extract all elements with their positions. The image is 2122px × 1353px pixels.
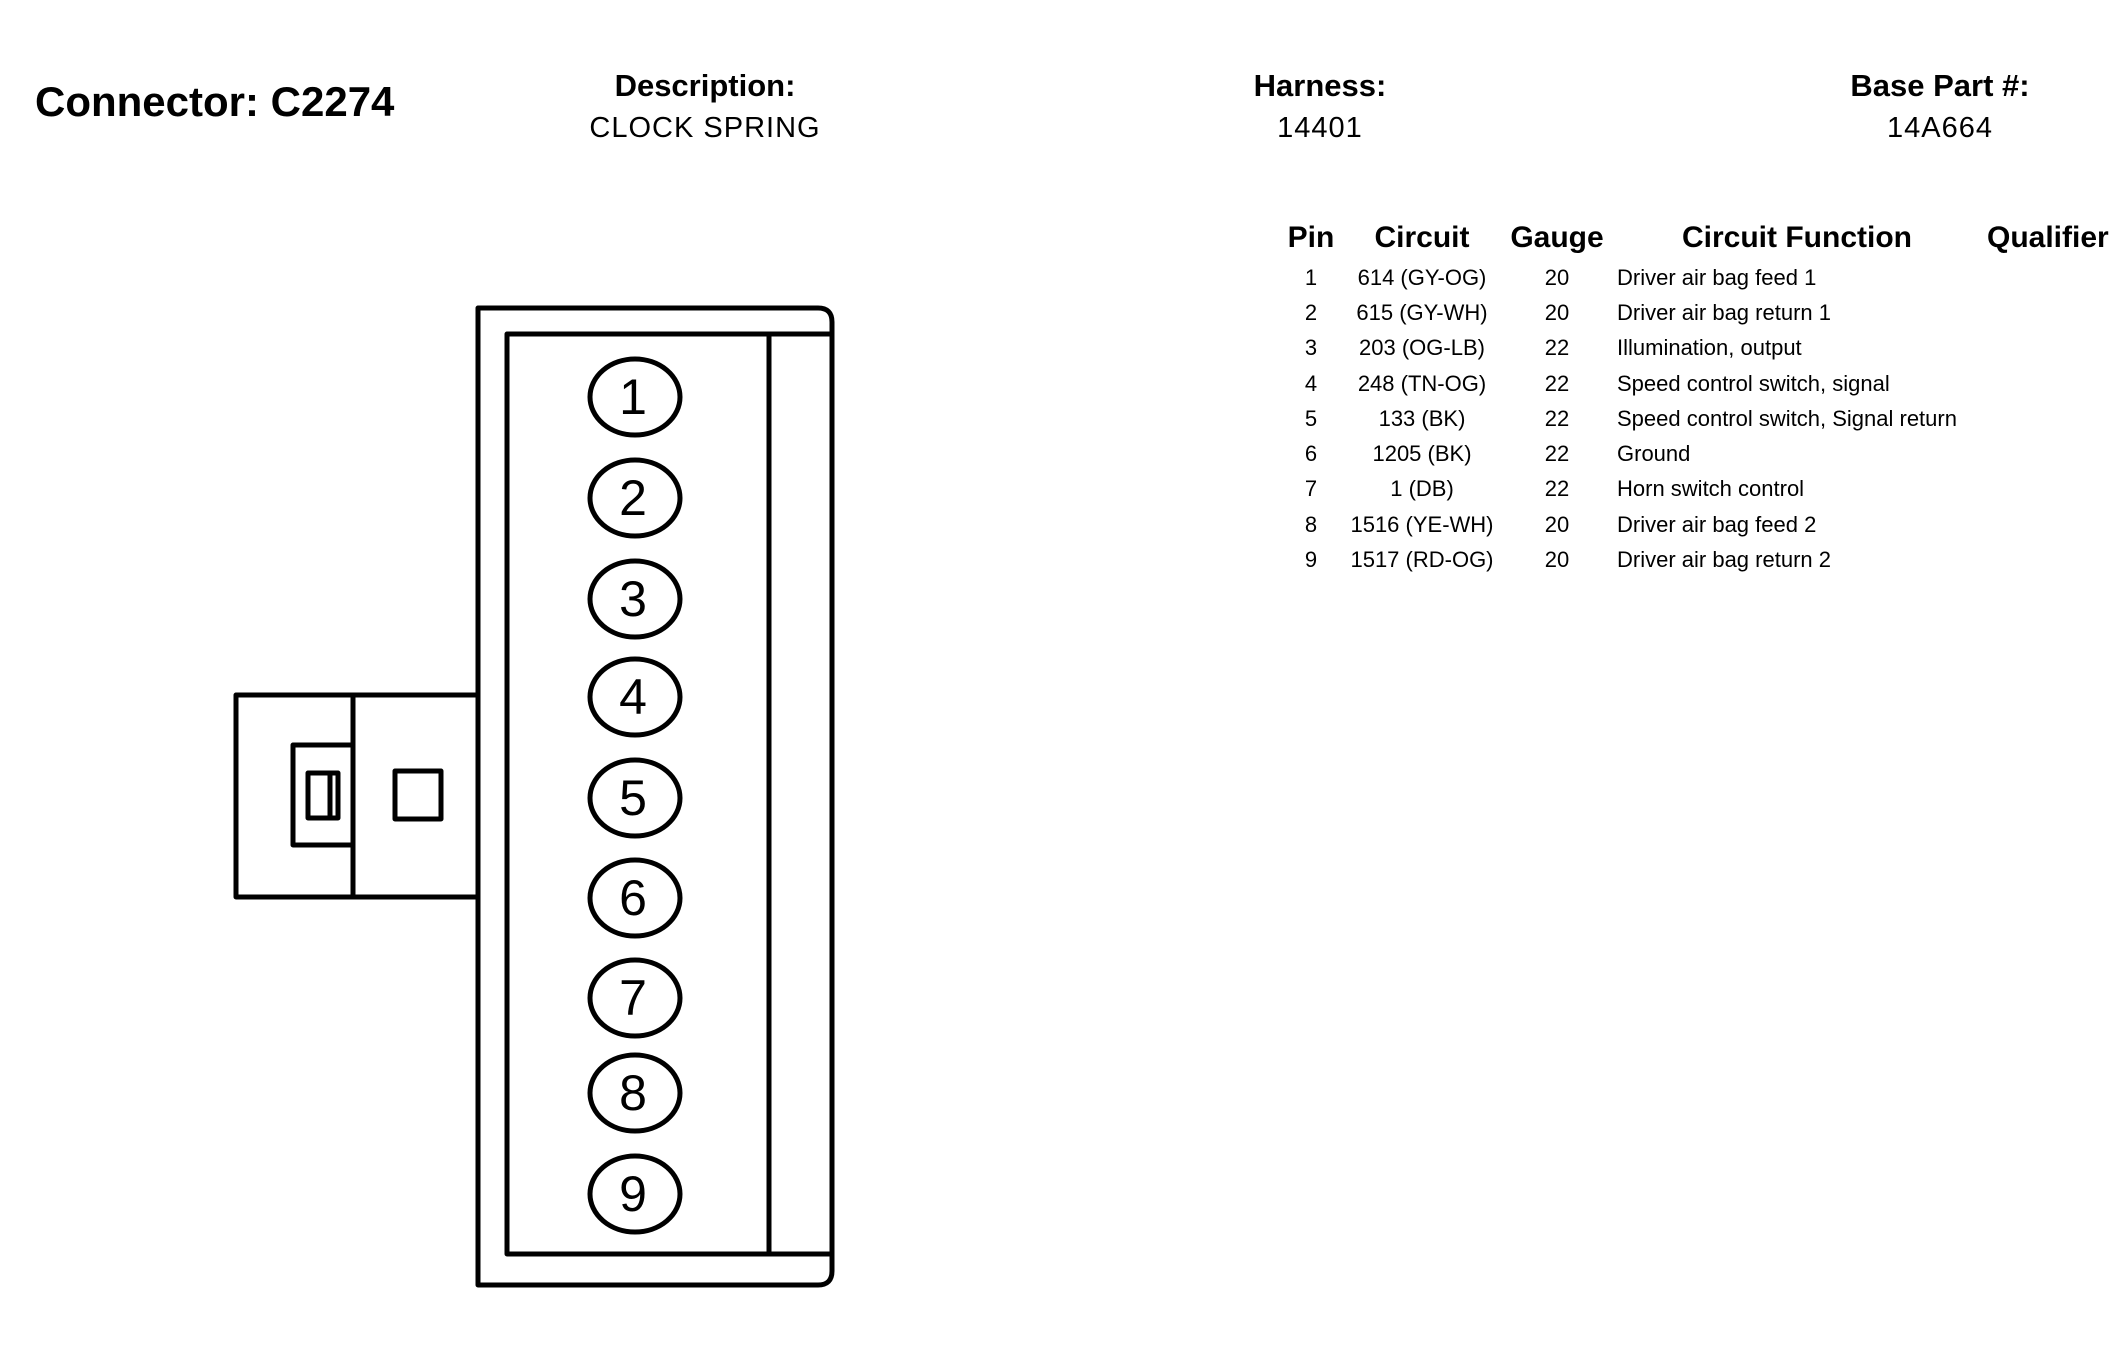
locking-tab [233,692,481,900]
description-value: CLOCK SPRING [589,112,821,144]
pin-circle-4 [587,656,683,738]
pin-number-label: 6 [619,870,647,926]
pin-circle-5 [587,757,683,839]
cell-qualifier [1987,542,2109,577]
cell-gauge: 20 [1544,299,1570,325]
cell-qualifier [1987,331,2109,366]
pin-number-label: 1 [619,369,647,425]
base-part-value: 14A664 [1887,112,1993,144]
cell-circuit: 1516 (YE-WH) [1350,511,1494,537]
pin-circle-6 [587,857,683,939]
cell-pin: 8 [1304,511,1318,537]
table-row: 1 614 (GY-OG) 20 Driver air bag feed 1 [1285,260,2109,295]
cell-circuit: 248 (TN-OG) [1357,370,1487,396]
pin-circle-2 [587,457,683,539]
cell-qualifier [1987,472,2109,507]
cell-pin: 2 [1304,299,1318,325]
pin-number-label: 8 [619,1065,647,1121]
pin-circles-group: 1 2 3 4 5 6 7 8 9 [587,356,683,1235]
connector-title: Connector: C2274 [35,78,395,125]
cell-function: Ground [1617,441,1691,467]
harness-block: Harness: 14401 [1160,68,1480,145]
pin-circle-3 [587,558,683,640]
cell-function: Speed control switch, Signal return [1617,405,1957,431]
cell-gauge: 20 [1544,264,1570,290]
harness-label: Harness: [1253,68,1387,103]
cell-function: Driver air bag return 1 [1617,299,1831,325]
cell-function: Driver air bag feed 1 [1617,264,1817,290]
cell-qualifier [1987,507,2109,542]
cell-function: Illumination, output [1617,335,1802,361]
cell-pin: 9 [1304,547,1318,573]
pinout-table: Pin Circuit Gauge Circuit Function Quali… [1285,216,2109,578]
table-row: 8 1516 (YE-WH) 20 Driver air bag feed 2 [1285,507,2109,542]
latch-window [392,768,444,822]
harness-value: 14401 [1277,112,1363,144]
connector-inner-frame [504,331,772,1257]
cell-circuit: 203 (OG-LB) [1359,335,1485,361]
pin-circle-1 [587,356,683,438]
table-row: 9 1517 (RD-OG) 20 Driver air bag return … [1285,542,2109,577]
cell-circuit: 615 (GY-WH) [1356,299,1488,325]
cell-pin: 6 [1304,441,1318,467]
header-qualifier: Qualifier [1987,221,2109,254]
table-row: 7 1 (DB) 22 Horn switch control [1285,472,2109,507]
pin-number-label: 5 [619,770,647,826]
pin-circle-8 [587,1052,683,1134]
description-label: Description: [614,68,796,103]
pin-number-label: 9 [619,1166,647,1222]
header-circuit: Circuit [1374,221,1470,254]
cell-gauge: 22 [1544,405,1570,431]
cell-gauge: 22 [1544,441,1570,467]
header-gauge: Gauge [1510,221,1604,254]
cell-function: Horn switch control [1617,476,1805,502]
base-part-block: Base Part #: 14A664 [1780,68,2100,145]
latch-outer [290,742,356,848]
pin-circle-9 [587,1153,683,1235]
cell-pin: 5 [1304,405,1318,431]
pin-number-label: 4 [619,669,647,725]
cell-qualifier [1987,295,2109,330]
description-block: Description: CLOCK SPRING [505,68,905,145]
pin-circle-7 [587,957,683,1039]
cell-qualifier [1987,436,2109,471]
cell-gauge: 20 [1544,511,1570,537]
cell-circuit: 1517 (RD-OG) [1350,547,1494,573]
cell-function: Driver air bag feed 2 [1617,511,1817,537]
cell-pin: 7 [1304,476,1318,502]
pin-number-label: 2 [619,470,647,526]
header-pin: Pin [1287,221,1335,254]
cell-qualifier [1987,401,2109,436]
table-row: 6 1205 (BK) 22 Ground [1285,436,2109,471]
pin-number-label: 7 [619,970,647,1026]
header-circuit-function: Circuit Function [1682,221,1912,254]
cell-pin: 3 [1304,335,1318,361]
table-row: 2 615 (GY-WH) 20 Driver air bag return 1 [1285,295,2109,330]
cell-pin: 4 [1304,370,1318,396]
pin-number-label: 3 [619,571,647,627]
base-part-label: Base Part #: [1850,68,2030,103]
table-row: 4 248 (TN-OG) 22 Speed control switch, s… [1285,366,2109,401]
cell-circuit: 614 (GY-OG) [1357,264,1487,290]
cell-function: Speed control switch, signal [1617,370,1890,396]
cell-function: Driver air bag return 2 [1617,547,1831,573]
cell-gauge: 20 [1544,547,1570,573]
table-row: 3 203 (OG-LB) 22 Illumination, output [1285,331,2109,366]
cell-pin: 1 [1304,264,1318,290]
latch-inner [305,770,341,821]
cell-qualifier [1987,260,2109,295]
connector-housing-outline [475,305,835,1288]
table-row: 5 133 (BK) 22 Speed control switch, Sign… [1285,401,2109,436]
cell-gauge: 22 [1544,370,1570,396]
cell-gauge: 22 [1544,476,1570,502]
cell-circuit: 1205 (BK) [1372,441,1472,467]
cell-circuit: 133 (BK) [1378,405,1466,431]
cell-circuit: 1 (DB) [1390,476,1454,502]
cell-gauge: 22 [1544,335,1570,361]
cell-qualifier [1987,366,2109,401]
table-header-row: Pin Circuit Gauge Circuit Function Quali… [1285,216,2109,260]
